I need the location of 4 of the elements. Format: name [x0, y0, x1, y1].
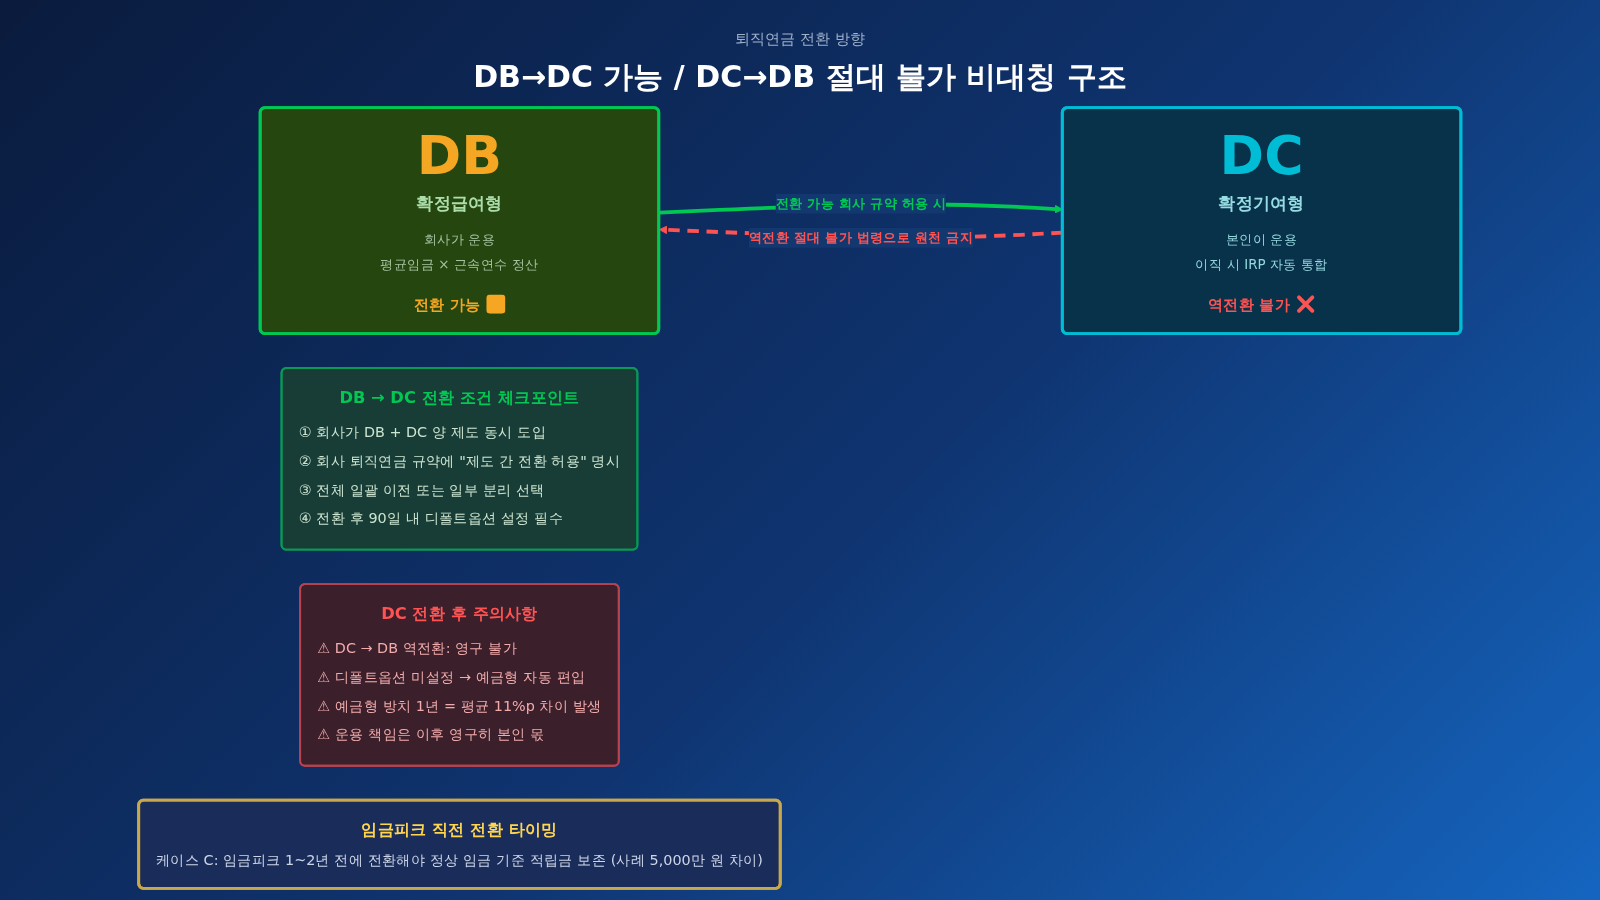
- title: DB→DC 가능 / DC→DB 절대 불가 비대칭 구조: [473, 58, 1127, 96]
- edge-label: 역전환 절대 불가 법령으로 원천 금지: [748, 229, 974, 245]
- edge-label: 전환 가능 회사 규약 허용 시: [775, 195, 947, 211]
- subtitle: 퇴직연금 전환 방향: [735, 30, 865, 49]
